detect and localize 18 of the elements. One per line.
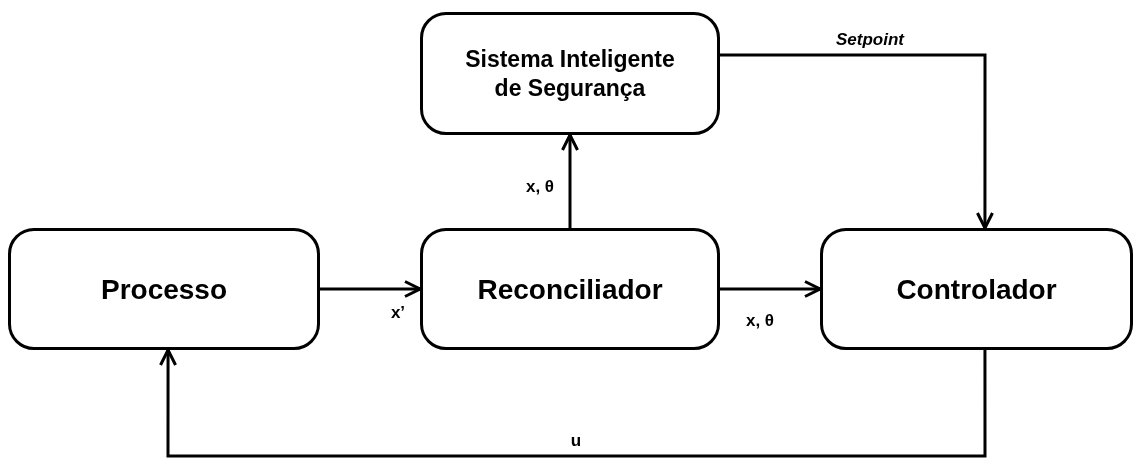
box-label: Processo (100, 272, 228, 307)
process-box (420, 228, 720, 350)
box-label: Reconciliador (477, 272, 663, 307)
edge-label: x’ (390, 303, 406, 323)
box-label: Sistema Inteligente de Segurança (464, 44, 676, 103)
arrow (159, 348, 987, 458)
process-box (420, 12, 720, 135)
edge-label: Setpoint (836, 30, 904, 50)
edge-label: u (570, 431, 582, 451)
edge-label: x, θ (525, 177, 555, 197)
arrow (720, 53, 994, 230)
arrow (320, 280, 422, 298)
edge-label: x, θ (745, 311, 775, 331)
box-label: Controlador (896, 272, 1057, 307)
process-box (820, 228, 1133, 350)
process-box (8, 228, 320, 350)
arrow (561, 133, 579, 228)
arrow (720, 280, 822, 298)
